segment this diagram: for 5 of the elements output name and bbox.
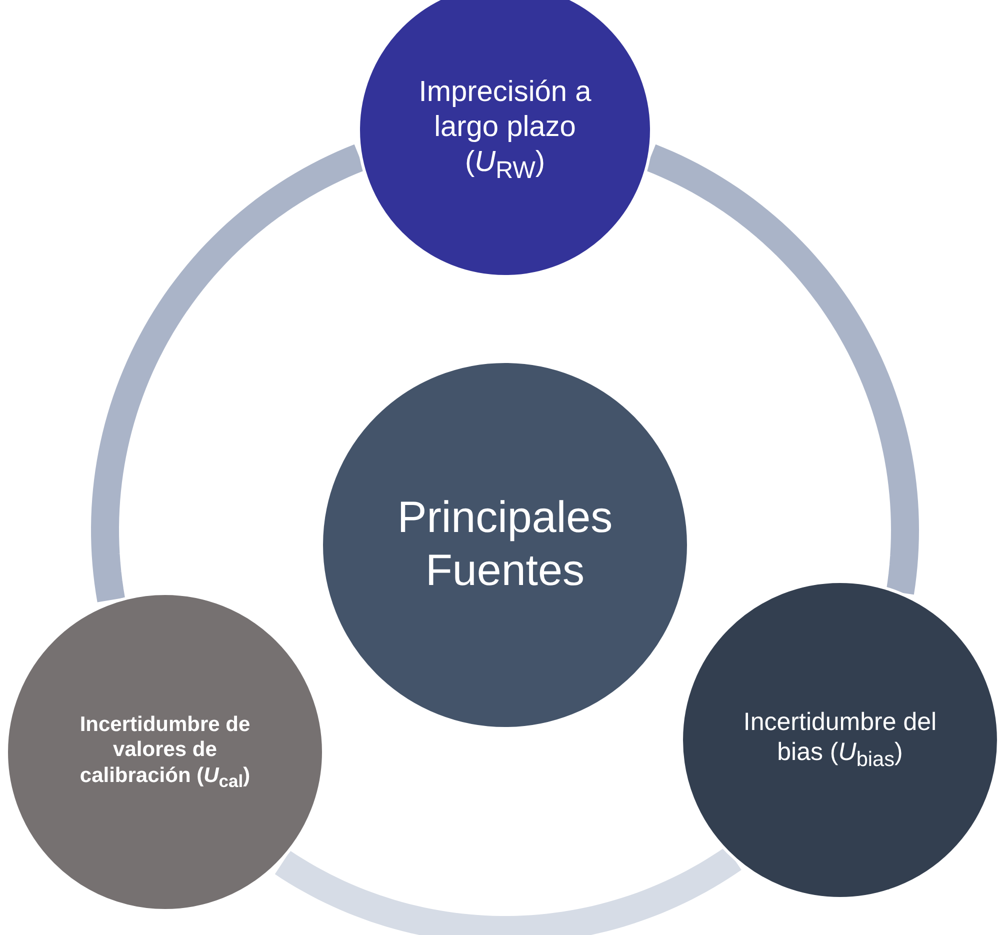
node-label: Incertidumbre de valores de calibración (U$_{cal}$) xyxy=(78,712,252,792)
node-label: Imprecisión a largo plazo (U$_{RW}$) xyxy=(418,75,592,185)
node-label: Principales Fuentes xyxy=(396,492,614,597)
node-label: Incertidumbre del bias (U$_{bias}$) xyxy=(742,707,938,773)
ring-arc xyxy=(274,846,742,935)
